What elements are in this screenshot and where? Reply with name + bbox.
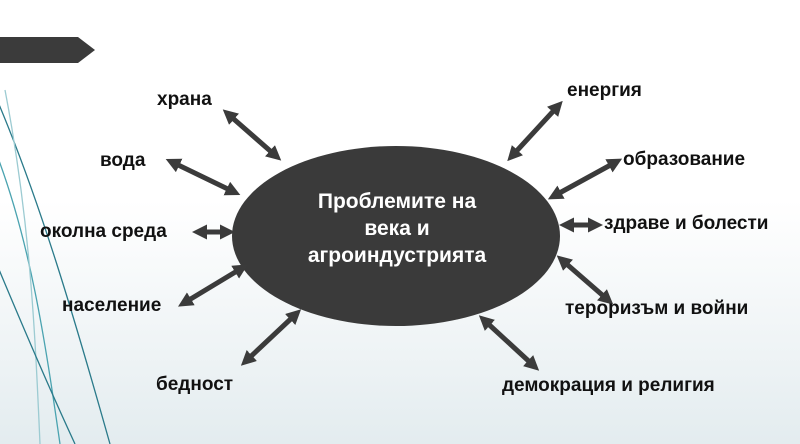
- header-bar: [0, 37, 95, 63]
- arrow-poverty: [240, 309, 302, 366]
- label-poverty: бедност: [156, 374, 234, 395]
- label-democracy: демокрация и религия: [502, 375, 715, 396]
- center-ellipse: [232, 146, 560, 326]
- center-title-line2: века и: [364, 217, 430, 240]
- arrow-energy: [507, 100, 563, 162]
- label-terrorism: тероризъм и войни: [565, 298, 749, 319]
- label-population: население: [62, 295, 162, 316]
- center-title-line3: агроиндустрията: [307, 244, 487, 267]
- arrow-food: [222, 109, 282, 161]
- center-title-line1: Проблемите на: [317, 190, 477, 213]
- label-energy: енергия: [567, 80, 642, 101]
- arrow-education: [547, 158, 623, 200]
- label-environment: околна среда: [40, 221, 167, 242]
- arrow-democracy: [478, 315, 540, 371]
- label-food: храна: [157, 89, 212, 110]
- center-title: Проблемите на века и агроиндустрията: [262, 188, 532, 269]
- label-health: здраве и болести: [604, 213, 769, 234]
- arrow-water: [165, 158, 241, 196]
- decorative-lines: [0, 89, 111, 444]
- arrow-population: [178, 264, 248, 307]
- arrow-terrorism: [556, 255, 614, 305]
- label-education: образование: [623, 149, 746, 170]
- connector-arrows: [165, 100, 623, 371]
- label-water: вода: [100, 150, 146, 171]
